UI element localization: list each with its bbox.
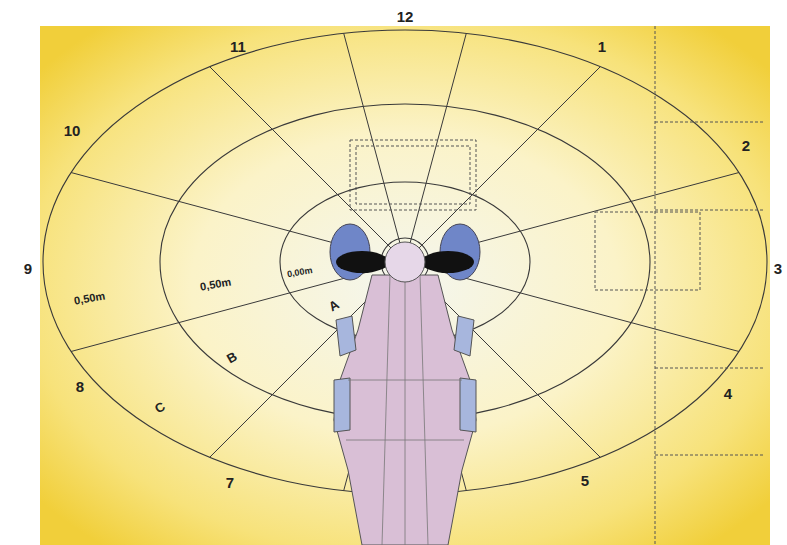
clock-number: 2: [742, 138, 750, 153]
clock-number: 9: [24, 261, 32, 276]
clock-number: 12: [397, 9, 414, 24]
clock-number: 11: [230, 39, 246, 54]
sector-line: [405, 67, 600, 262]
patient-figure: [330, 224, 480, 545]
clock-number: 10: [64, 123, 81, 138]
clock-number: 8: [76, 379, 84, 394]
clock-number: 4: [724, 386, 732, 401]
clock-number: 7: [226, 475, 234, 490]
clock-number: 1: [598, 39, 606, 54]
sector-line: [210, 67, 405, 262]
yellow-ground: [40, 26, 770, 545]
clock-number: 5: [581, 473, 589, 488]
clock-number: 3: [774, 261, 782, 276]
